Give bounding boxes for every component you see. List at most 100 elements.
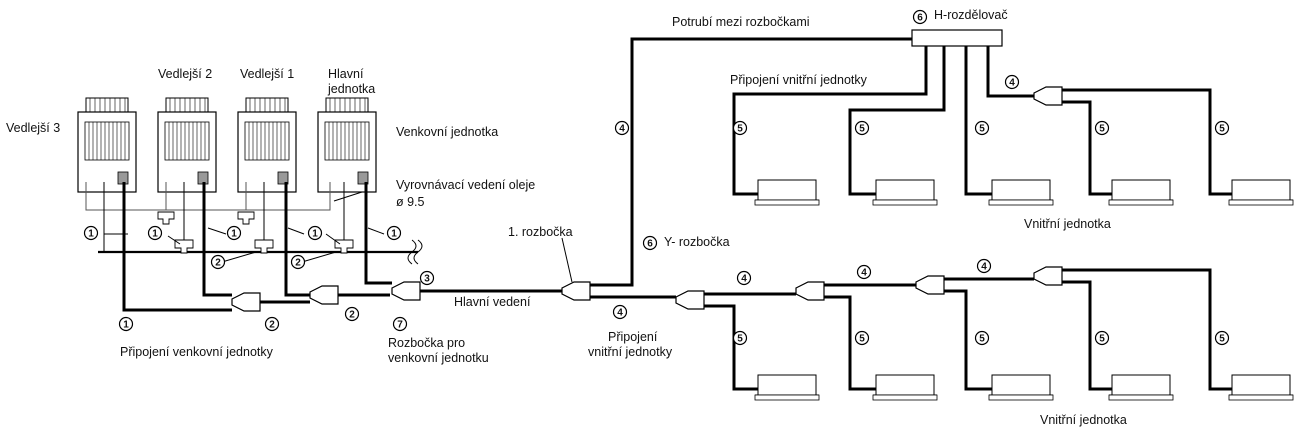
circled-marker-number: 2	[349, 310, 355, 321]
indoor-unit-bottom-3	[988, 374, 1054, 401]
circled-marker-5: 5	[974, 120, 990, 136]
circled-marker-5: 5	[732, 330, 748, 346]
indoor-unit-bottom-1	[754, 374, 820, 401]
circled-marker-number: 5	[1099, 124, 1105, 135]
circled-marker-5: 5	[854, 330, 870, 346]
oil-line-label: Vyrovnávací vedení oleje	[396, 178, 535, 192]
oil-equalizing-line	[85, 182, 331, 225]
indoor-unit-top-5	[1228, 179, 1294, 206]
circled-marker-number: 4	[619, 124, 625, 135]
circled-marker-number: 5	[737, 124, 743, 135]
circled-marker-number: 5	[859, 334, 865, 345]
circled-marker-1: 1	[83, 225, 99, 241]
circled-marker-5: 5	[732, 120, 748, 136]
circled-marker-number: 2	[269, 320, 275, 331]
circled-marker-2: 2	[210, 254, 226, 270]
circled-marker-number: 5	[737, 334, 743, 345]
outdoor-gas-line	[122, 182, 562, 312]
outdoor-unit-slave1	[237, 97, 297, 193]
main-unit-label-1: Hlavní	[328, 67, 364, 81]
circled-marker-number: 5	[1099, 334, 1105, 345]
circled-marker-4: 4	[1004, 74, 1020, 90]
marker-layer: 1 1 1 1 1 1 2 2 2 2 3 7 4 4 4 4 4 4 5 5 5 5 5 5 5 5 5 5 6 6	[83, 9, 1230, 346]
circled-marker-4: 4	[614, 120, 630, 136]
circled-marker-5: 5	[1094, 120, 1110, 136]
circled-marker-number: 1	[152, 229, 158, 240]
outdoor-unit-main	[317, 97, 377, 193]
outdoor-liquid-line	[98, 182, 423, 265]
indoor-unit-top-3	[988, 179, 1054, 206]
slave2-label: Vedlejší 2	[158, 67, 212, 81]
circled-marker-number: 4	[741, 274, 747, 285]
circled-marker-number: 6	[647, 239, 653, 250]
circled-marker-2: 2	[264, 316, 280, 332]
circled-marker-2: 2	[344, 306, 360, 322]
circled-marker-5: 5	[1214, 330, 1230, 346]
circled-marker-number: 4	[981, 262, 987, 273]
h-header	[911, 29, 1003, 47]
circled-marker-4: 4	[612, 304, 628, 320]
circled-marker-number: 3	[424, 274, 430, 285]
circled-marker-number: 2	[215, 258, 221, 269]
circled-marker-number: 5	[1219, 124, 1225, 135]
outdoor-branch-label-2: venkovní jednotku	[388, 351, 489, 365]
indoor-connection-top-label: Připojení vnitřní jednotky	[730, 73, 868, 87]
circled-marker-number: 4	[617, 308, 623, 319]
circled-marker-2: 2	[290, 254, 306, 270]
circled-marker-number: 5	[979, 334, 985, 345]
circled-marker-number: 1	[123, 320, 129, 331]
outdoor-connection-label: Připojení venkovní jednotky	[120, 345, 274, 359]
outdoor-unit-slave3	[77, 97, 137, 193]
circled-marker-number: 2	[295, 258, 301, 269]
indoor-unit-bottom-5	[1228, 374, 1294, 401]
circled-marker-3: 3	[419, 270, 435, 286]
oil-diameter-label: ø 9.5	[396, 195, 425, 209]
outdoor-unit-slave2	[157, 97, 217, 193]
circled-marker-5: 5	[854, 120, 870, 136]
slave3-label: Vedlejší 3	[6, 121, 60, 135]
circled-marker-6: 6	[642, 235, 658, 251]
indoor-unit-bottom-4	[1108, 374, 1174, 401]
indoor-unit-top-label: Vnitřní jednotka	[1024, 217, 1111, 231]
circled-marker-number: 4	[1009, 78, 1015, 89]
indoor-unit-top-4	[1108, 179, 1174, 206]
circled-marker-1: 1	[307, 225, 323, 241]
circled-marker-number: 5	[1219, 334, 1225, 345]
indoor-unit-bottom-label: Vnitřní jednotka	[1040, 413, 1127, 427]
indoor-unit-top-1	[754, 179, 820, 206]
circled-marker-number: 5	[859, 124, 865, 135]
h-header-label: H-rozdělovač	[934, 8, 1008, 22]
indoor-unit-top-2	[872, 179, 938, 206]
circled-marker-7: 7	[392, 316, 408, 332]
indoor-unit-bottom-2	[872, 374, 938, 401]
circled-marker-number: 1	[231, 229, 237, 240]
y-branch-label: Y- rozbočka	[664, 235, 730, 249]
circled-marker-5: 5	[974, 330, 990, 346]
circled-marker-4: 4	[856, 264, 872, 280]
indoor-connection-bottom-label-2: vnitřní jednotky	[588, 345, 673, 359]
outdoor-unit-label: Venkovní jednotka	[396, 125, 498, 139]
main-pipe-label: Hlavní vedení	[454, 295, 531, 309]
circled-marker-number: 7	[397, 320, 403, 331]
main-pipe-network	[561, 29, 1232, 391]
circled-marker-1: 1	[118, 316, 134, 332]
slave1-label: Vedlejší 1	[240, 67, 294, 81]
main-unit-label-2: jednotka	[327, 82, 375, 96]
circled-marker-4: 4	[976, 258, 992, 274]
leader-lines	[104, 191, 573, 283]
circled-marker-5: 5	[1214, 120, 1230, 136]
circled-marker-number: 4	[861, 268, 867, 279]
circled-marker-5: 5	[1094, 330, 1110, 346]
pipe-between-branches-label: Potrubí mezi rozbočkami	[672, 15, 810, 29]
circled-marker-1: 1	[226, 225, 242, 241]
circled-marker-1: 1	[386, 225, 402, 241]
indoor-connection-bottom-label-1: Připojení	[608, 330, 658, 344]
circled-marker-6: 6	[912, 9, 928, 25]
first-branch-label: 1. rozbočka	[508, 225, 573, 239]
circled-marker-4: 4	[736, 270, 752, 286]
circled-marker-1: 1	[147, 225, 163, 241]
circled-marker-number: 5	[979, 124, 985, 135]
circled-marker-number: 1	[391, 229, 397, 240]
circled-marker-number: 1	[88, 229, 94, 240]
